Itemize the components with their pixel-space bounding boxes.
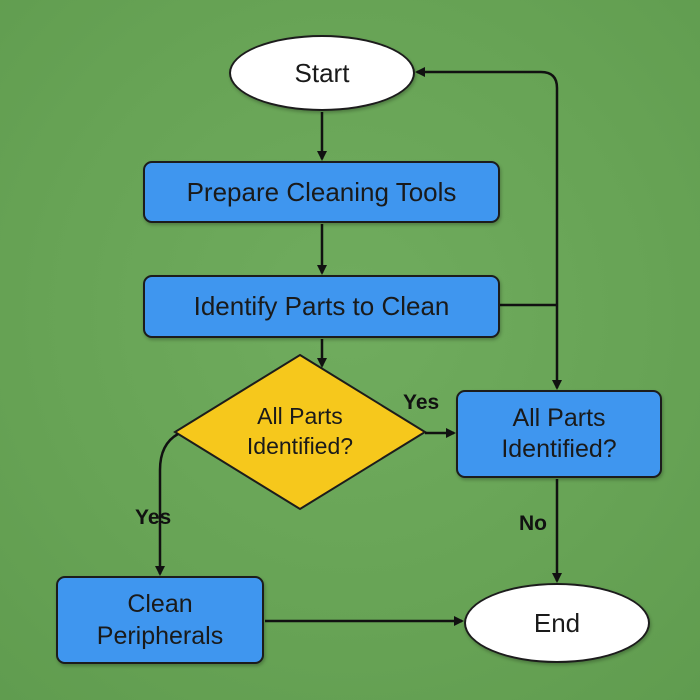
clean-label-line1: Clean — [127, 589, 193, 618]
edge-label-no: No — [519, 512, 547, 535]
clean-label-line2: Peripherals — [96, 622, 224, 650]
start-label: Start — [294, 57, 350, 88]
identify-parts-node: Identify Parts to Clean — [143, 275, 500, 338]
identify-label: Identify Parts to Clean — [193, 291, 450, 321]
prepare-cleaning-tools-node: Prepare Cleaning Tools — [143, 161, 500, 223]
all-parts-identified-node: All Parts Identified? — [456, 390, 662, 478]
edge-label-yes-down: Yes — [135, 506, 172, 529]
connector-loop-to-start — [415, 67, 559, 302]
end-label: End — [533, 607, 581, 638]
end-node: End — [464, 583, 650, 663]
prepare-label: Prepare Cleaning Tools — [186, 176, 457, 207]
decision-diamond-shape — [173, 353, 427, 511]
clean-peripherals-node: Clean Peripherals — [56, 576, 264, 664]
start-node: Start — [229, 35, 415, 111]
edge-label-yes-right: Yes — [403, 391, 440, 414]
connector-decision-to-clean — [155, 432, 179, 576]
check-label-line1: All Parts — [512, 403, 606, 432]
decision-label-line2: Identified? — [246, 433, 354, 459]
decision-node: All Parts Identified? — [175, 355, 425, 509]
check-label-line2: Identified? — [501, 435, 617, 463]
decision-label-line1: All Parts — [257, 403, 343, 430]
